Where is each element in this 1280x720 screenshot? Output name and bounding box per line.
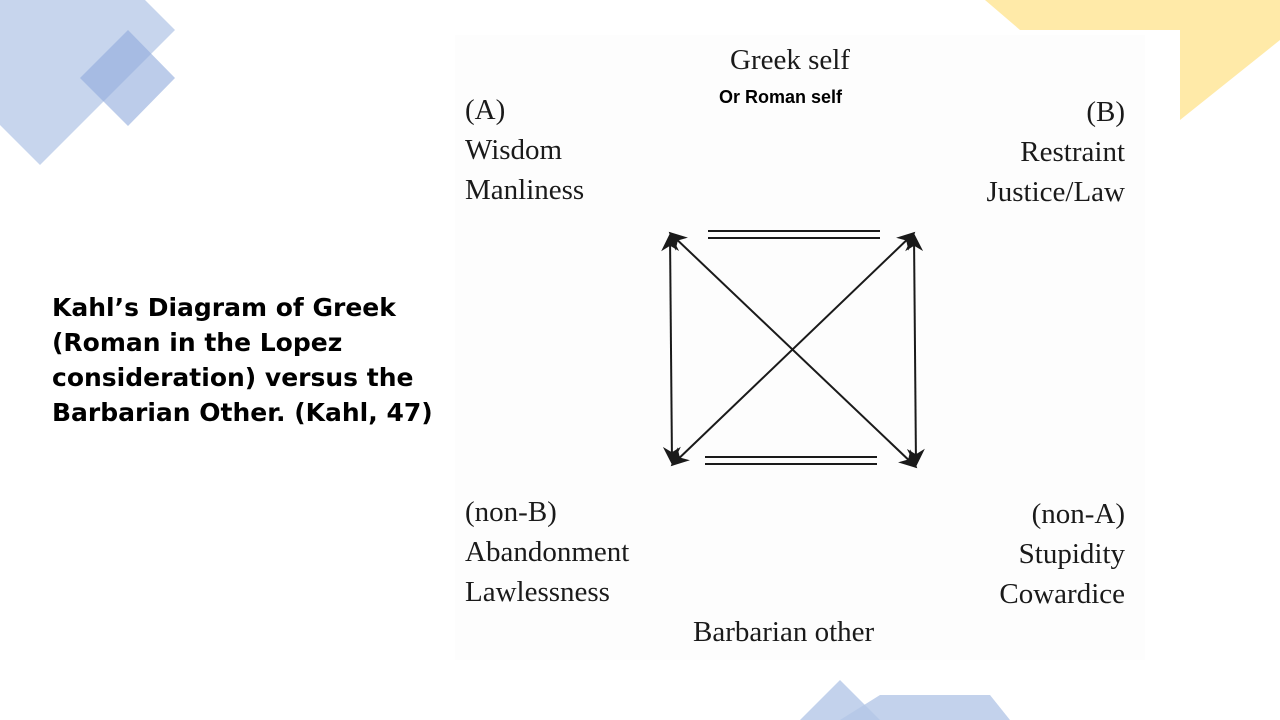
diagram-top-subtitle: Or Roman self xyxy=(719,87,843,107)
diagonal-arrow-b-to-non-b xyxy=(670,231,916,467)
corner-non-a-line-2: Cowardice xyxy=(999,578,1125,610)
corner-b-line-2: Justice/Law xyxy=(986,176,1125,208)
corner-non-b-label: (non-B) Abandonment Lawlessness xyxy=(465,492,629,612)
caption-line-2: (Roman in the Lopez xyxy=(52,328,343,357)
corner-a-tag: (A) xyxy=(465,94,506,126)
deco-blue-band-bottom xyxy=(840,695,1010,720)
corner-b-tag: (B) xyxy=(1086,96,1125,128)
corner-b-line-1: Restraint xyxy=(1020,136,1125,168)
corner-non-a-line-1: Stupidity xyxy=(1018,538,1125,570)
diagram-top-title: Greek self xyxy=(730,44,850,76)
corner-non-b-line-1: Abandonment xyxy=(465,536,630,568)
slide-caption: Kahl’s Diagram of Greek (Roman in the Lo… xyxy=(52,290,452,430)
corner-non-b-line-2: Lawlessness xyxy=(465,576,610,608)
caption-line-1: Kahl’s Diagram of Greek xyxy=(52,293,396,322)
square-of-opposition xyxy=(661,230,925,469)
corner-a-line-1: Wisdom xyxy=(465,134,563,166)
diagram-bottom-title: Barbarian other xyxy=(693,616,875,648)
left-vertical-arrow xyxy=(661,233,681,465)
corner-non-b-tag: (non-B) xyxy=(465,496,557,528)
caption-line-3: consideration) versus the xyxy=(52,363,414,392)
deco-yellow-shape xyxy=(985,0,1280,120)
right-vertical-arrow xyxy=(905,233,925,467)
corner-a-label: (A) Wisdom Manliness xyxy=(465,90,584,210)
corner-b-label: (B) Restraint Justice/Law xyxy=(935,92,1125,212)
deco-blue-diamond-small xyxy=(80,30,175,126)
corner-non-a-tag: (non-A) xyxy=(1031,498,1125,530)
corner-a-line-2: Manliness xyxy=(465,174,585,206)
caption-line-4: Barbarian Other. (Kahl, 47) xyxy=(52,398,433,427)
corner-non-a-label: (non-A) Stupidity Cowardice xyxy=(935,494,1125,614)
